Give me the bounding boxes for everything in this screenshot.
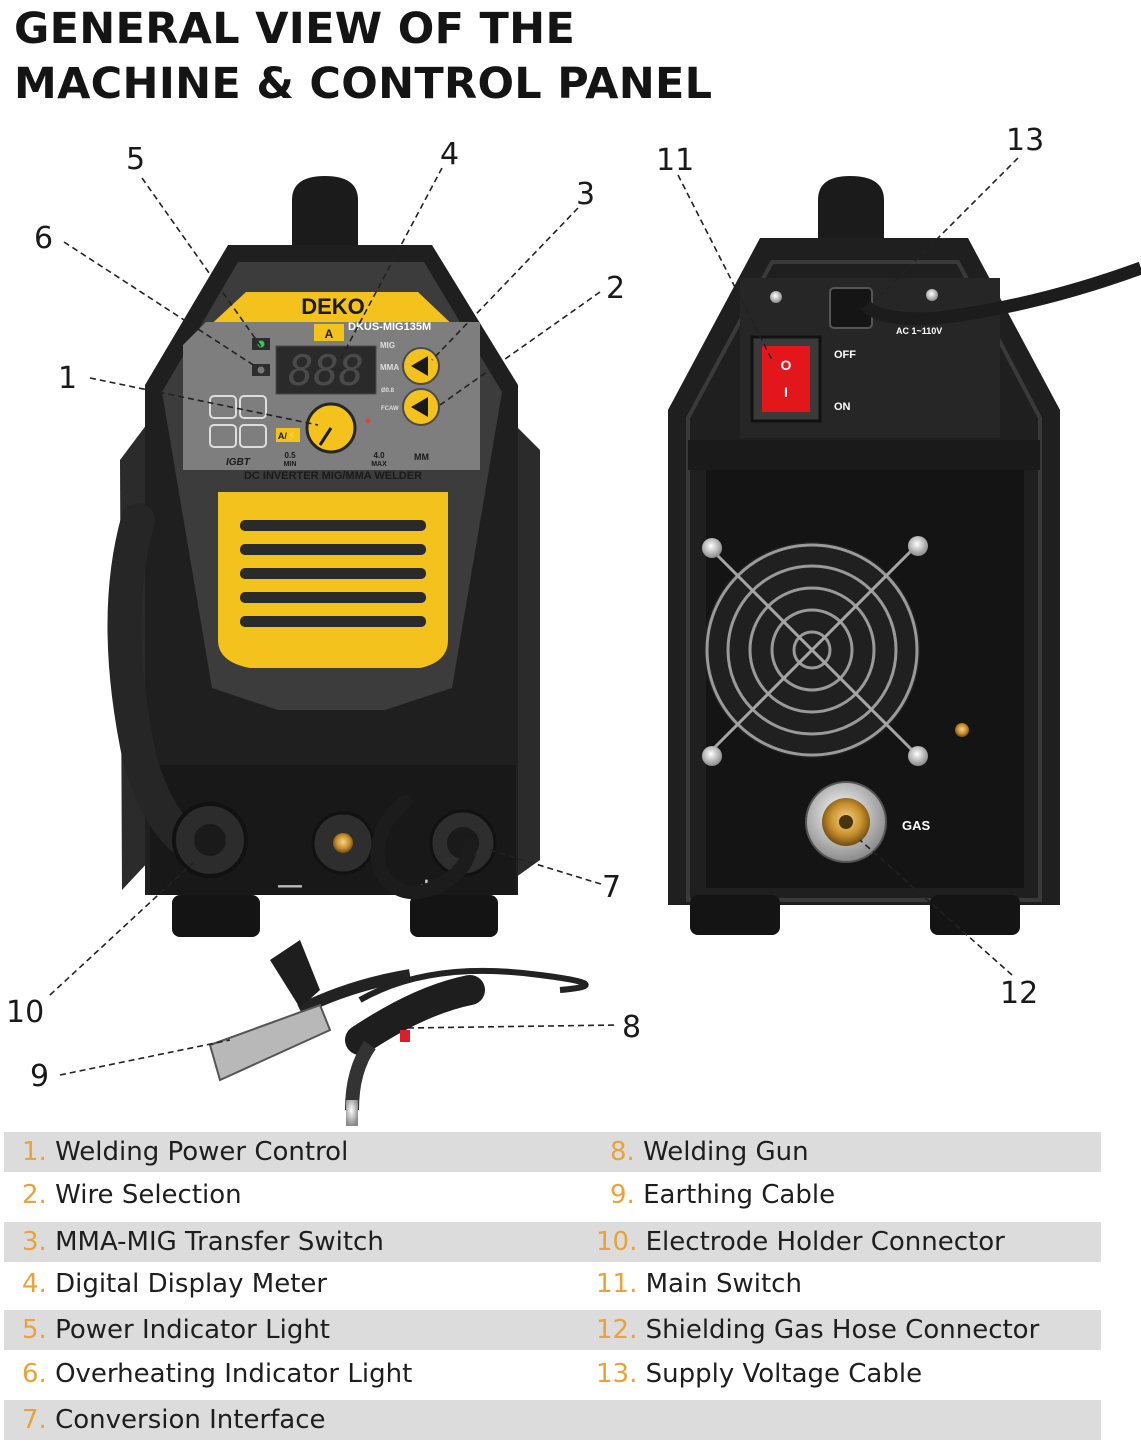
igbt-label: IGBT: [226, 457, 251, 468]
earthing-cable: [297, 969, 411, 1016]
front-foot-right: [410, 895, 498, 937]
triangle-left-icon: [411, 356, 428, 376]
wire-label-top: Ø0.8: [381, 388, 395, 394]
switch-on-label: ON: [834, 401, 851, 413]
max-value: 4.0: [373, 451, 385, 460]
legend-item-1: 1. Welding Power Control: [22, 1137, 349, 1167]
warning-icons: [209, 395, 267, 448]
legend-item-12: 12. Shielding Gas Hose Connector: [596, 1315, 1040, 1345]
digital-display: [275, 345, 377, 395]
leader-line-8: [407, 1024, 619, 1029]
callout-7: 7: [602, 870, 621, 905]
callout-1: 1: [58, 361, 77, 396]
knob-label: A/⚡: [278, 430, 298, 442]
mode-badge: A: [325, 327, 334, 341]
switch-symbol-on: I: [784, 384, 788, 400]
leader-line-5: [141, 177, 263, 349]
callout-12: 12: [1000, 976, 1038, 1011]
leader-line-12: [859, 839, 1013, 976]
max-label: MAX: [371, 461, 387, 468]
legend-row: 1. Welding Power Control 8. Welding Gun: [4, 1132, 1101, 1172]
machine-diagram: DEKO A DKUS-MIG135M 888 MIG MMA Ø0.8 FCA…: [6, 123, 1141, 1126]
min-label: MIN: [284, 461, 297, 468]
callout-11: 11: [656, 143, 694, 178]
leader-line-2: [439, 291, 601, 406]
accessories: [208, 940, 589, 1126]
callout-2: 2: [606, 271, 625, 306]
mode-badge-bg: [314, 324, 344, 341]
callout-3: 3: [576, 177, 595, 212]
legend-item-9: 9. Earthing Cable: [610, 1180, 836, 1210]
earth-clamp-handle: [270, 940, 320, 1008]
hazard-icon: [209, 424, 237, 448]
title-line-1: GENERAL VIEW OF THE: [14, 4, 576, 54]
knob-label-bg: [276, 428, 300, 442]
legend-row: 7. Conversion Interface: [4, 1400, 1101, 1440]
manual-icon: [239, 395, 267, 419]
supply-voltage-cable: [860, 261, 1141, 326]
legend-row: 5. Power Indicator Light 12. Shielding G…: [4, 1310, 1101, 1350]
triangle-left-icon: [411, 397, 428, 417]
earth-clamp: [208, 1003, 332, 1082]
legend-item-10: 10. Electrode Holder Connector: [596, 1227, 1005, 1257]
callout-5: 5: [126, 142, 145, 177]
leader-line-13: [875, 157, 1019, 301]
front-foot-left: [172, 895, 260, 937]
legend-row: 3. MMA-MIG Transfer Switch 10. Electrode…: [4, 1222, 1101, 1262]
legend-item-6: 6. Overheating Indicator Light: [22, 1359, 413, 1389]
brand-logo: DEKO: [301, 294, 365, 319]
indicator-mma-label: MMA: [380, 363, 399, 372]
warning-icon: [209, 395, 237, 419]
legend-row: 4. Digital Display Meter 11. Main Switch: [4, 1264, 1101, 1304]
callout-9: 9: [30, 1059, 49, 1094]
leader-line-10: [49, 859, 197, 996]
callout-8: 8: [622, 1010, 641, 1045]
legend-item-3: 3. MMA-MIG Transfer Switch: [22, 1227, 384, 1257]
callout-4: 4: [440, 137, 459, 172]
back-machine: O I OFF ON AC 1~110V GAS: [668, 176, 1141, 935]
callout-10: 10: [6, 995, 44, 1030]
legend-item-4: 4. Digital Display Meter: [22, 1269, 328, 1299]
product-name: DC INVERTER MIG/MMA WELDER: [244, 470, 422, 482]
display-digits: 888: [288, 346, 364, 395]
front-top-handle: [292, 176, 358, 255]
callout-13: 13: [1006, 123, 1044, 158]
title-line-2: MACHINE & CONTROL PANEL: [14, 59, 713, 109]
leader-line-9: [59, 1039, 231, 1076]
legend-item-13: 13. Supply Voltage Cable: [596, 1359, 923, 1389]
torch-cable: [107, 503, 217, 867]
leader-lines: [49, 157, 1019, 1076]
legend-row: 6. Overheating Indicator Light 13. Suppl…: [4, 1354, 1101, 1394]
min-value: 0.5: [284, 451, 296, 460]
wire-label-bottom: FCAW: [381, 406, 399, 412]
legend-item-5: 5. Power Indicator Light: [22, 1315, 330, 1345]
back-top-handle: [818, 176, 884, 255]
switch-off-label: OFF: [834, 349, 856, 361]
legend-row: 2. Wire Selection 9. Earthing Cable: [4, 1175, 1101, 1215]
radio-icon: [239, 424, 267, 448]
switch-symbol-off: O: [781, 357, 792, 373]
back-foot-left: [690, 895, 780, 935]
callout-6: 6: [34, 221, 53, 256]
legend-item-8: 8. Welding Gun: [610, 1137, 809, 1167]
welding-gun: [345, 975, 485, 1055]
page-title: GENERAL VIEW OF THE MACHINE & CONTROL PA…: [14, 2, 712, 112]
front-machine: DEKO A DKUS-MIG135M 888 MIG MMA Ø0.8 FCA…: [107, 176, 540, 937]
indicator-mig-label: MIG: [380, 341, 395, 350]
minus-symbol: —: [278, 872, 302, 899]
leader-line-1: [89, 377, 319, 426]
legend-item-11: 11. Main Switch: [596, 1269, 802, 1299]
mm-unit: MM: [414, 452, 429, 462]
voltage-label: AC 1~110V: [896, 326, 942, 336]
legend-item-7: 7. Conversion Interface: [22, 1405, 326, 1435]
model-number: DKUS-MIG135M: [348, 321, 431, 333]
legend-item-2: 2. Wire Selection: [22, 1180, 242, 1210]
leader-line-6: [63, 241, 259, 369]
leader-line-3: [431, 207, 579, 361]
gas-label: GAS: [902, 818, 931, 833]
back-foot-right: [930, 895, 1020, 935]
front-vent-grille: [218, 492, 448, 668]
leader-line-4: [339, 167, 443, 361]
leader-line-11: [677, 174, 773, 361]
